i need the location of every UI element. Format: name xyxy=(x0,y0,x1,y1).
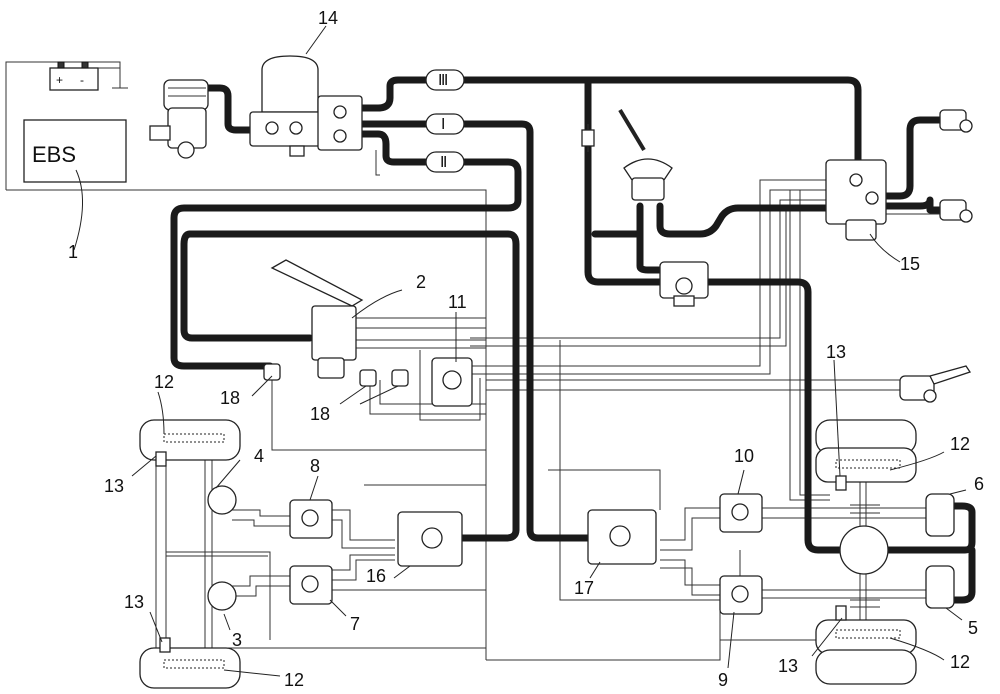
callout-7: 7 xyxy=(350,614,360,634)
callout-5: 5 xyxy=(968,618,978,638)
callout-18a: 18 xyxy=(220,388,240,408)
trailer-couplings xyxy=(940,110,972,222)
callout-4: 4 xyxy=(254,446,264,466)
circuit-I-label: Ⅰ xyxy=(441,117,445,133)
callout-12c: 12 xyxy=(950,434,970,454)
circuit-markers: Ⅲ Ⅰ Ⅱ xyxy=(426,70,464,172)
callout-13d: 13 xyxy=(778,656,798,676)
trailer-hand-connection xyxy=(900,366,970,402)
hand-brake-valve xyxy=(582,110,672,200)
callout-11: 11 xyxy=(448,292,467,312)
trailer-control-valve xyxy=(826,160,886,240)
callout-3: 3 xyxy=(232,630,242,650)
abs-modulators xyxy=(290,494,762,614)
callout-6: 6 xyxy=(974,474,984,494)
rear-axle xyxy=(840,526,888,574)
callout-15: 15 xyxy=(900,254,920,274)
callout-12a: 12 xyxy=(154,372,174,392)
thin-signal-lines xyxy=(6,62,940,660)
valve-11 xyxy=(432,358,472,406)
callout-8: 8 xyxy=(310,456,320,476)
air-dryer-unit xyxy=(250,56,362,156)
battery: + - xyxy=(50,62,120,90)
callout-2: 2 xyxy=(416,272,426,292)
callout-13b: 13 xyxy=(124,592,144,612)
circuit-III-label: Ⅲ xyxy=(438,73,448,89)
circuit-II-label: Ⅱ xyxy=(440,155,447,171)
battery-plus: + xyxy=(56,73,63,87)
callout-14: 14 xyxy=(318,8,338,28)
battery-minus: - xyxy=(80,73,84,87)
air-compressor xyxy=(150,80,208,158)
callout-10: 10 xyxy=(734,446,754,466)
relay-valve xyxy=(660,262,708,306)
callout-12b: 12 xyxy=(284,670,304,690)
callout-18b: 18 xyxy=(310,404,330,424)
callout-16: 16 xyxy=(366,566,386,586)
callout-13c: 13 xyxy=(826,342,846,362)
ebs-ecu: EBS xyxy=(24,120,126,182)
callout-13a: 13 xyxy=(104,476,124,496)
callout-12d: 12 xyxy=(950,652,970,672)
ebs-label: EBS xyxy=(32,142,76,167)
callout-17: 17 xyxy=(574,578,594,598)
callout-9: 9 xyxy=(718,670,728,690)
callout-1: 1 xyxy=(68,242,78,262)
foot-brake-valve xyxy=(272,260,362,378)
